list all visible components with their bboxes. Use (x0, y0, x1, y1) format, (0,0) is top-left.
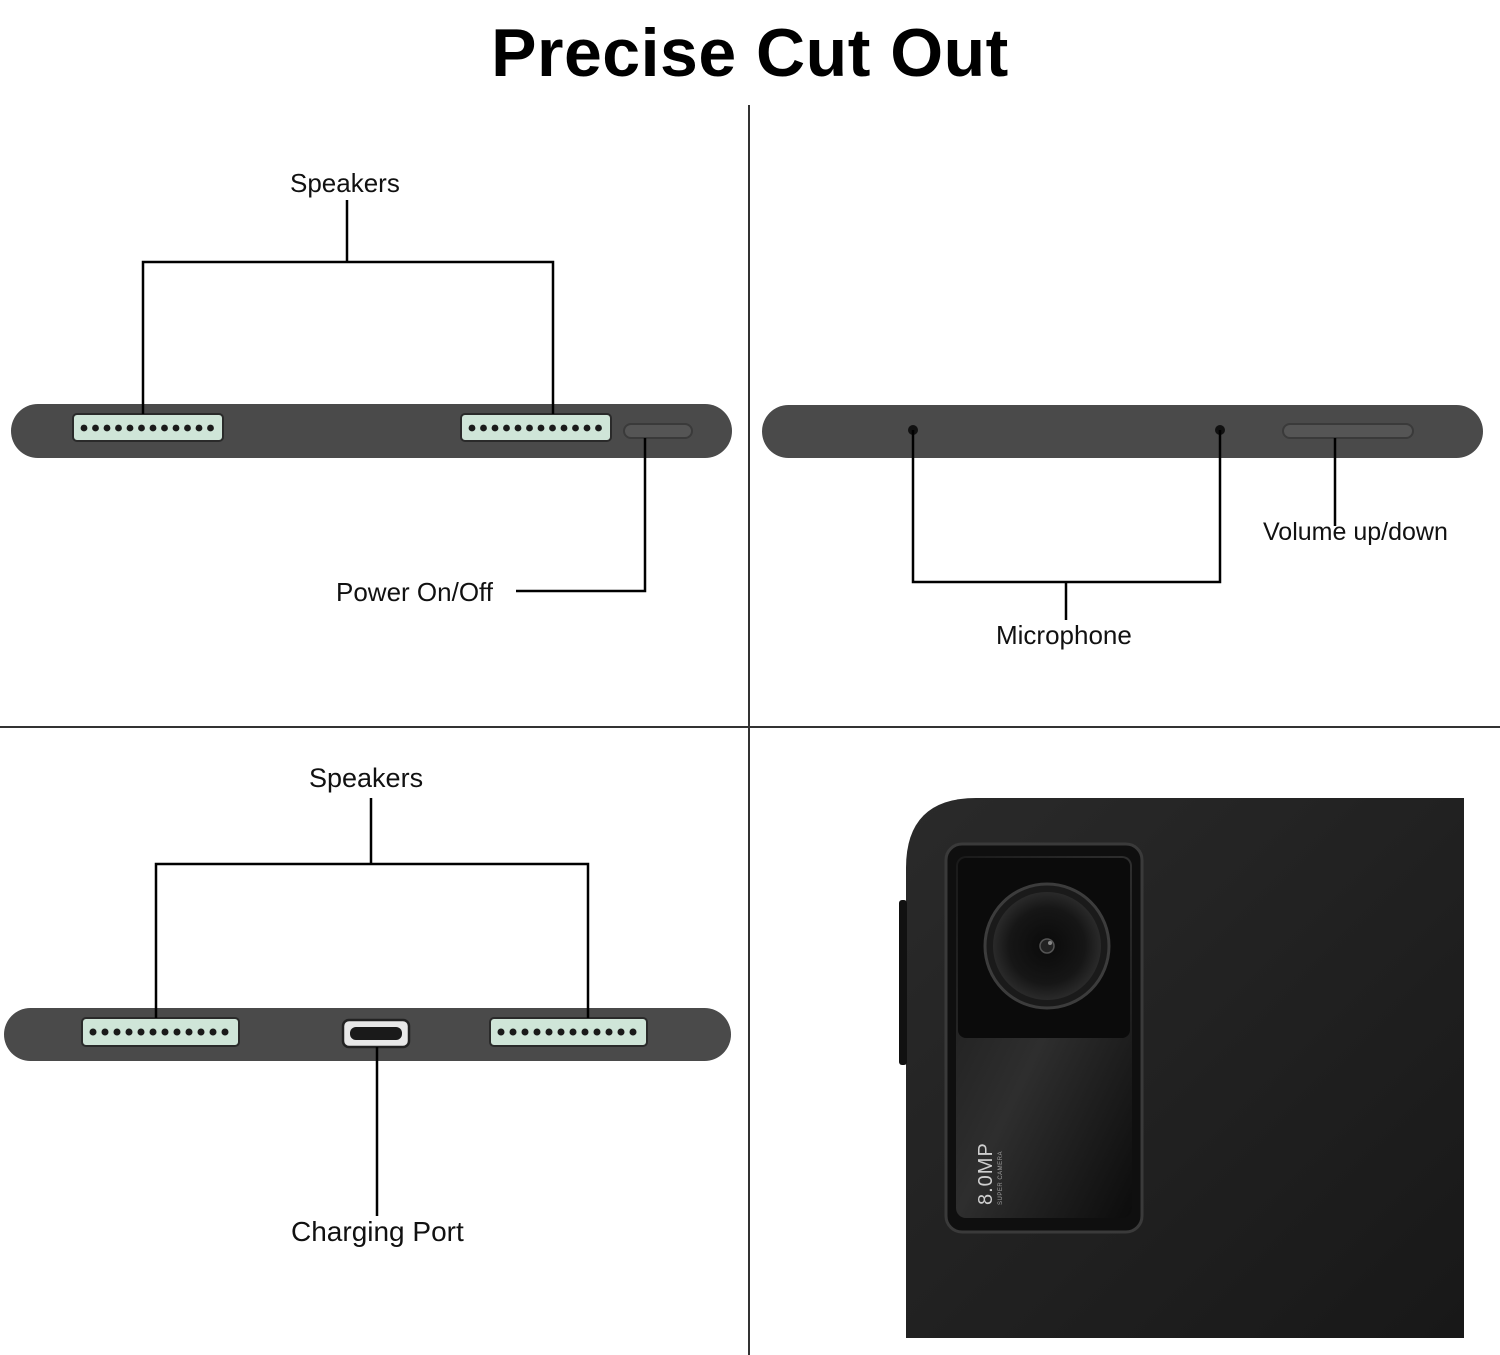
speakers-callout-line (141, 260, 555, 414)
horizontal-divider (0, 726, 1500, 728)
speaker-grille-bottom-left (81, 1017, 240, 1047)
charging-port-cutout (341, 1018, 411, 1049)
bottom-right-panel (899, 798, 1464, 1338)
microphone-label: Microphone (996, 620, 1132, 650)
top-left-panel (11, 200, 732, 593)
camera-subtext: SUPER CAMERA (998, 1150, 1004, 1205)
speaker-grille-right (460, 413, 612, 442)
camera-module (944, 842, 1144, 1234)
speakers-label-top: Speakers (290, 168, 400, 198)
speakers-callout-line-bottom (154, 862, 590, 1018)
camera-megapixel-text: 8.0MP (975, 1142, 997, 1205)
power-label: Power On/Off (336, 577, 494, 607)
speaker-grille-bottom-right (489, 1017, 648, 1047)
volume-label: Volume up/down (1263, 518, 1448, 546)
side-button (899, 900, 907, 1065)
power-callout-line (516, 438, 647, 593)
camera-spec-label: 8.0MP SUPER CAMERA (975, 1115, 1005, 1205)
page-title: Precise Cut Out (491, 15, 1009, 91)
case-edge-side (762, 405, 1483, 458)
speakers-label-bottom: Speakers (309, 763, 424, 793)
bottom-left-panel (4, 798, 731, 1216)
volume-button-cutout (1282, 423, 1414, 439)
speaker-grille-left (72, 413, 224, 442)
power-button-cutout (623, 423, 693, 439)
vertical-divider (748, 105, 750, 1355)
charging-port-label: Charging Port (291, 1216, 464, 1247)
top-right-panel (762, 405, 1483, 620)
